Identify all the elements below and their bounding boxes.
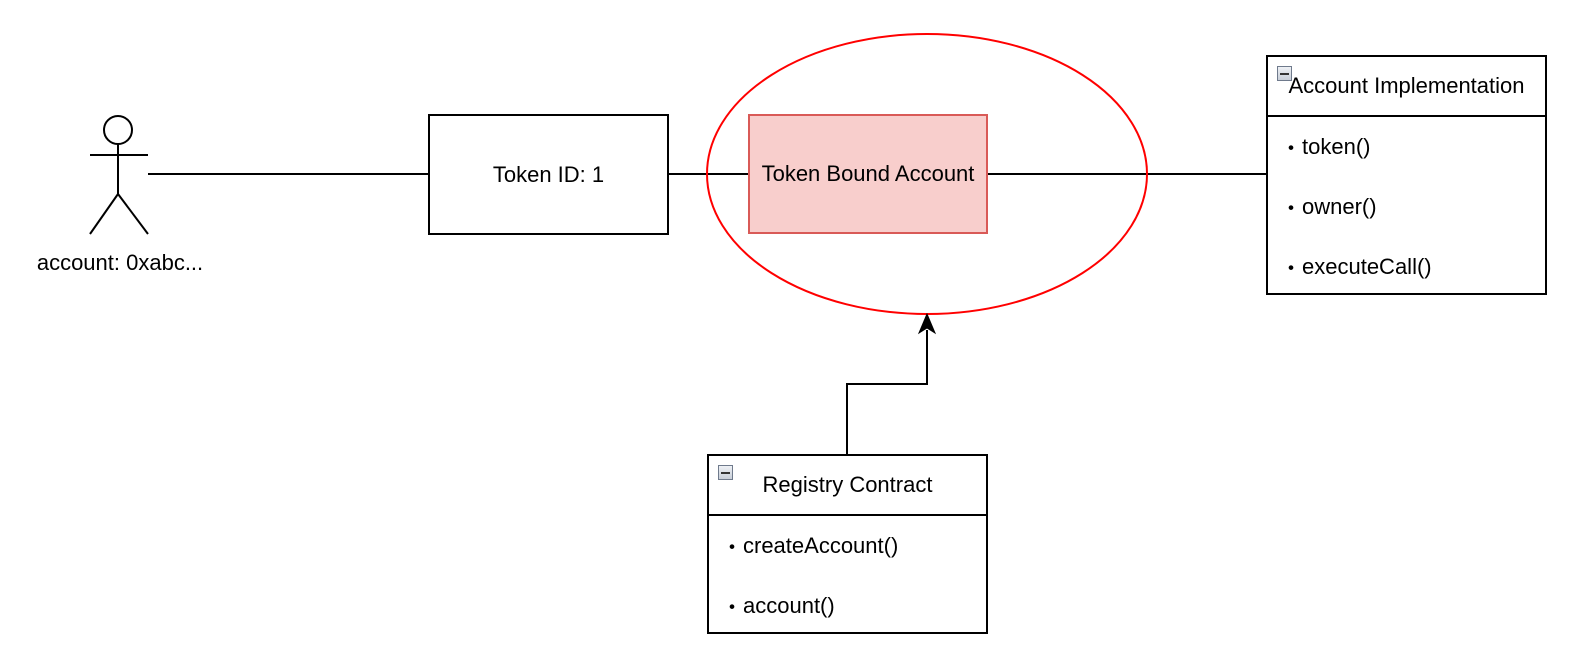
account-implementation-class[interactable]: Account Implementation ・token() ・owner()… (1266, 55, 1547, 295)
token-id-box[interactable]: Token ID: 1 (428, 114, 669, 235)
actor-label: account: 0xabc... (36, 250, 204, 275)
registry-contract-class[interactable]: Registry Contract ・createAccount() ・acco… (707, 454, 988, 634)
registry-contract-header: Registry Contract (709, 456, 986, 516)
method-item: ・token() (1280, 134, 1371, 161)
account-implementation-title: Account Implementation (1288, 73, 1525, 98)
arrow-head-icon (917, 312, 937, 335)
registry-to-tba-arrow (846, 330, 928, 454)
collapse-icon[interactable] (718, 465, 733, 480)
registry-contract-title: Registry Contract (762, 472, 933, 497)
token-bound-account-box[interactable]: Token Bound Account (748, 114, 988, 234)
method-item: ・createAccount() (721, 533, 899, 560)
method-item: ・owner() (1280, 194, 1377, 221)
token-bound-account-label: Token Bound Account (761, 161, 975, 186)
account-implementation-header: Account Implementation (1268, 57, 1545, 117)
method-item: ・account() (721, 593, 835, 620)
method-item: ・executeCall() (1280, 254, 1432, 281)
actor-icon (89, 115, 149, 235)
token-id-label: Token ID: 1 (492, 161, 605, 187)
collapse-icon[interactable] (1277, 66, 1292, 81)
